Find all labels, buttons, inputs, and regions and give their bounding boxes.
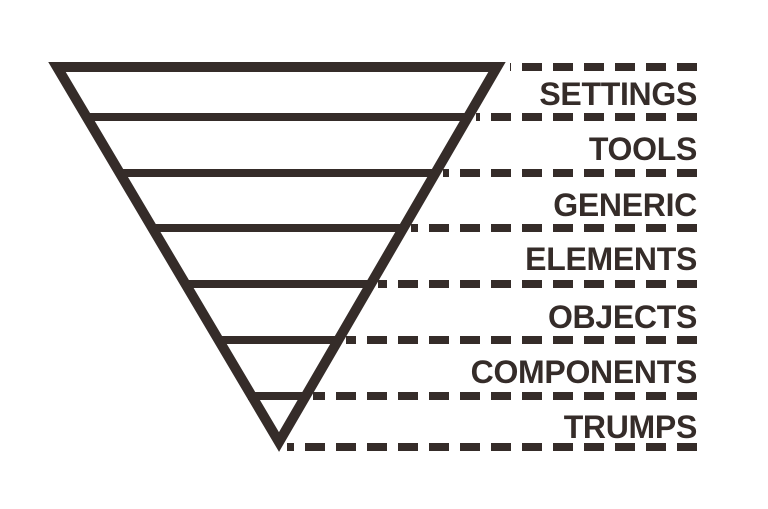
level-label-tools: TOOLS <box>588 131 697 167</box>
solid-lines-group <box>48 62 506 452</box>
level-label-settings: SETTINGS <box>539 76 697 112</box>
level-label-trumps: TRUMPS <box>563 409 698 445</box>
level-label-elements: ELEMENTS <box>525 241 697 277</box>
dashed-leader-lines-group <box>287 63 697 451</box>
level-label-objects: OBJECTS <box>547 299 697 335</box>
inverted-pyramid-outline <box>48 62 506 452</box>
level-label-generic: GENERIC <box>553 187 697 223</box>
level-label-components: COMPONENTS <box>470 354 698 390</box>
